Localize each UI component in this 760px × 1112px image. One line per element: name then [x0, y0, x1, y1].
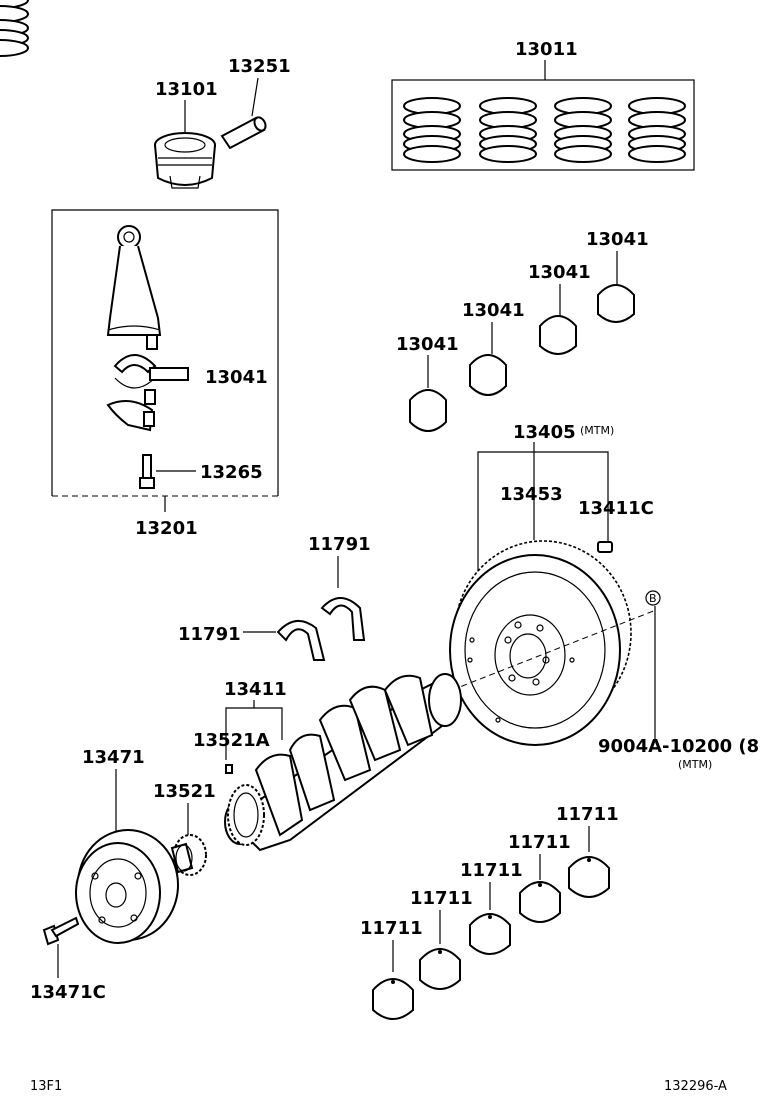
main-bearing-1[interactable] — [372, 978, 414, 1020]
main-bearing-5[interactable] — [568, 856, 610, 898]
pulley-label: 13471 — [82, 747, 145, 768]
footer-right-code: 132296-A — [664, 1079, 727, 1094]
crankshaft-gear-key[interactable] — [225, 764, 233, 774]
piston[interactable] — [154, 132, 216, 189]
pulley-bolt[interactable] — [42, 916, 80, 946]
pin-label: 13411C — [578, 498, 654, 519]
main-bearing-3[interactable] — [469, 913, 511, 955]
rod-cap[interactable] — [106, 389, 156, 432]
ring-gear-label: 13453 — [500, 484, 563, 505]
piston-label: 13101 — [155, 79, 218, 100]
main-bearing-upper-1[interactable] — [408, 389, 448, 432]
connecting-rod[interactable] — [106, 225, 162, 350]
flywheel-axis — [451, 609, 657, 691]
piston-pin[interactable] — [220, 115, 268, 150]
main-bearing-upper-2-label: 13041 — [462, 300, 525, 321]
flywheel-pin[interactable] — [597, 541, 613, 553]
crank-gear[interactable] — [170, 834, 207, 876]
ring-set-label: 13011 — [515, 39, 578, 60]
flywheel-bolt-label: 9004A-10200 (8) — [598, 736, 760, 757]
ring-set[interactable] — [0, 0, 686, 163]
crank-pulley[interactable] — [75, 829, 179, 944]
main-bearing-4-label: 11711 — [508, 832, 571, 853]
main-bearing-5-label: 11711 — [556, 804, 619, 825]
flywheel-note: (MTM) — [580, 424, 614, 437]
callout-b-circle — [645, 590, 661, 606]
thrust-washer-1-label: 11791 — [308, 534, 371, 555]
main-bearing-upper-2[interactable] — [468, 354, 508, 396]
rod-bolt[interactable] — [139, 454, 155, 489]
footer-left-code: 13F1 — [30, 1079, 62, 1094]
main-bearing-4[interactable] — [519, 881, 561, 923]
main-bearing-2[interactable] — [419, 948, 461, 990]
flywheel-bolt-note: (MTM) — [678, 758, 712, 771]
flywheel[interactable] — [449, 540, 632, 746]
main-bearing-upper-1-label: 13041 — [396, 334, 459, 355]
rod-bearing-label: 13041 — [205, 367, 268, 388]
gear-label: 13521 — [153, 781, 216, 802]
main-bearing-upper-4-label: 13041 — [586, 229, 649, 250]
flywheel-label: 13405 — [513, 422, 576, 443]
main-bearing-upper-3[interactable] — [538, 315, 578, 355]
piston-pin-leader — [251, 77, 259, 117]
crankshaft-sprocket[interactable] — [227, 784, 265, 846]
thrust-washer-2-label: 11791 — [178, 624, 241, 645]
main-bearing-upper-4[interactable] — [596, 284, 636, 323]
rod-bearing[interactable] — [113, 354, 189, 389]
flywheel-bracket — [477, 451, 609, 580]
crankshaft-label: 13411 — [224, 679, 287, 700]
rod-bolt-label: 13265 — [200, 462, 263, 483]
callout-b: B — [649, 592, 657, 605]
main-bearing-3-label: 11711 — [460, 860, 523, 881]
main-bearing-1-label: 11711 — [360, 918, 423, 939]
thrust-washer-2[interactable] — [276, 620, 326, 661]
thrust-washer-1[interactable] — [320, 597, 366, 641]
main-bearing-upper-3-label: 13041 — [528, 262, 591, 283]
conrod-label: 13201 — [135, 518, 198, 539]
key-label: 13521A — [193, 730, 270, 751]
main-bearing-2-label: 11711 — [410, 888, 473, 909]
piston-pin-label: 13251 — [228, 56, 291, 77]
conrod-box — [51, 209, 279, 496]
pulley-bolt-label: 13471C — [30, 982, 106, 1003]
ring-set-box — [391, 79, 695, 171]
